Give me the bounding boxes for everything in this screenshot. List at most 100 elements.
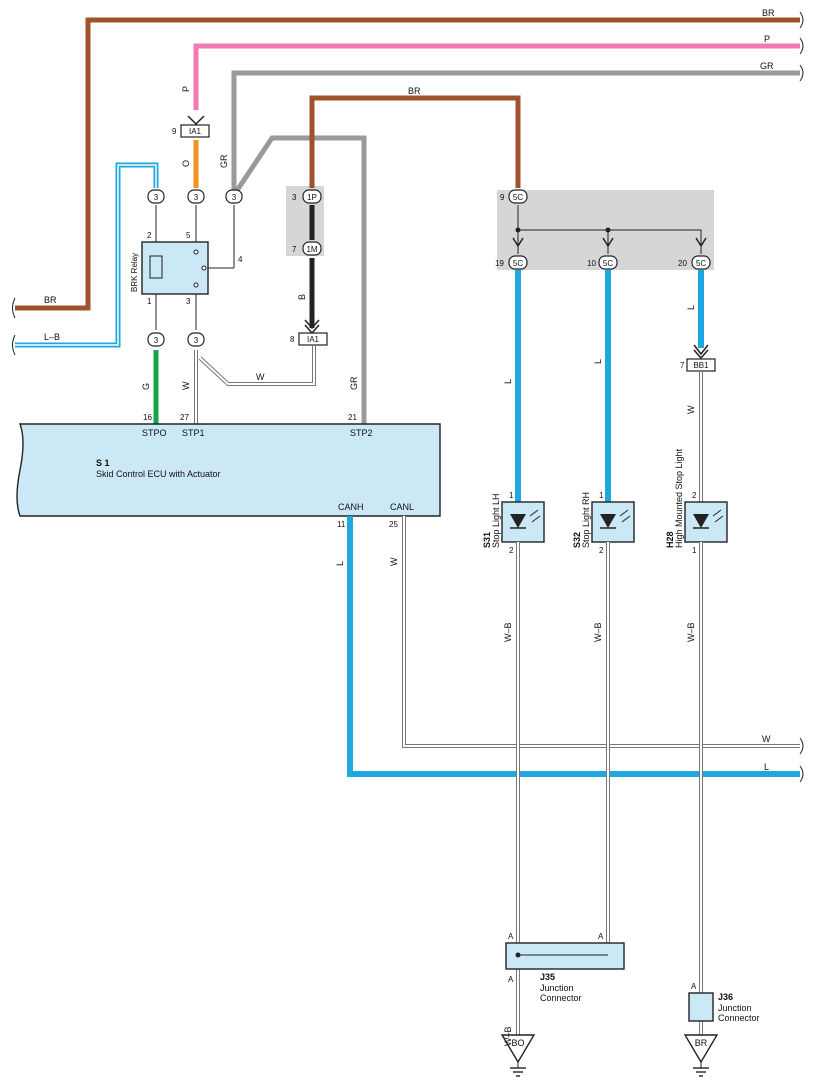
ecu-canl: CANL [390, 502, 414, 512]
label-gr-vert: GR [219, 154, 229, 168]
stop-light-lh [501, 501, 545, 543]
j35-line1: Junction [540, 983, 574, 993]
label-wb-rh: W–B [593, 622, 603, 642]
pin-1-s32: 1 [599, 491, 604, 500]
connector-bb1: BB1 [686, 358, 716, 372]
relay-label: BRK Relay [130, 253, 139, 292]
pin-8-ia1: 8 [290, 335, 295, 344]
pin-2-s32: 2 [599, 546, 604, 555]
connector-ia1-bottom: IA1 [298, 332, 328, 346]
pin-3-relay: 3 [186, 297, 191, 306]
j36-line2: Connector [718, 1013, 760, 1023]
pin-9-5c: 9 [500, 193, 505, 202]
pin-1-s31: 1 [509, 491, 514, 500]
ecu-box [16, 423, 441, 517]
light-s31-code: S31 [482, 532, 492, 548]
label-w-bb1: W [686, 405, 696, 414]
label-br-mid: BR [408, 86, 421, 96]
pin-11: 11 [337, 520, 346, 529]
svg-text:5C: 5C [603, 259, 613, 268]
pin-2-s31: 2 [509, 546, 514, 555]
wire-l-canh [347, 516, 800, 777]
pin-a-j35-bottom: A [508, 975, 514, 984]
pin-2-relay: 2 [147, 231, 152, 240]
pin-21: 21 [348, 413, 357, 422]
svg-text:BB1: BB1 [693, 361, 709, 370]
label-l-19: L [503, 379, 513, 384]
light-s32-name: Stop Light RH [581, 492, 591, 548]
ground-bo [500, 1034, 536, 1077]
svg-text:IA1: IA1 [307, 335, 320, 344]
high-mounted-stop-light [684, 501, 728, 543]
pin-20: 20 [678, 259, 687, 268]
pin-2-h28: 2 [692, 491, 697, 500]
label-l-20: L [686, 305, 696, 310]
svg-text:1P: 1P [307, 193, 317, 202]
ecu-stpo: STPO [142, 428, 167, 438]
light-h28-name: High Mounted Stop Light [674, 448, 684, 548]
connector-1m: 1M [302, 241, 322, 256]
connector-5c-19: 5C [508, 255, 528, 270]
junction-j36 [688, 992, 714, 1022]
pin-a-j35-right: A [598, 932, 604, 941]
label-w-canl: W [389, 557, 399, 566]
connector-3-bottom-left: 3 [147, 332, 165, 347]
pin-3-1p: 3 [292, 193, 297, 202]
connector-3-mid: 3 [187, 189, 205, 204]
label-l-10: L [593, 359, 603, 364]
j36-line1: Junction [718, 1003, 752, 1013]
junction-j35 [505, 942, 625, 970]
label-g-vert: G [141, 383, 151, 390]
label-p-top: P [764, 34, 770, 44]
connector-3-left: 3 [147, 189, 165, 204]
label-w-vert: W [181, 381, 191, 390]
wire-gr-stp2 [233, 135, 367, 424]
connector-5c-top: 5C [508, 189, 528, 204]
ground-br-label: BR [695, 1038, 708, 1048]
label-lb-left: L–B [44, 332, 60, 342]
svg-text:IA1: IA1 [189, 127, 202, 136]
pin-7-bb1: 7 [680, 361, 685, 370]
pin-4-relay: 4 [238, 255, 243, 264]
label-w-mid: W [256, 372, 265, 382]
pin-19: 19 [495, 259, 504, 268]
svg-text:1M: 1M [306, 245, 317, 254]
ecu-stp1: STP1 [182, 428, 205, 438]
svg-text:3: 3 [154, 193, 159, 202]
brk-relay [141, 241, 209, 295]
pin-10: 10 [587, 259, 596, 268]
label-w-right: W [762, 734, 771, 744]
pin-1-relay: 1 [147, 297, 152, 306]
svg-text:5C: 5C [696, 259, 706, 268]
ground-br [683, 1034, 719, 1077]
label-l-canh: L [335, 561, 345, 566]
ecu-code: S 1 [96, 458, 110, 468]
label-br-top: BR [762, 8, 775, 18]
svg-text:3: 3 [154, 336, 159, 345]
label-l-right: L [764, 762, 769, 772]
pin-a-j36: A [691, 982, 697, 991]
label-b-vert: B [297, 294, 307, 300]
pin-7-1m: 7 [292, 245, 297, 254]
ecu-name: Skid Control ECU with Actuator [96, 469, 221, 479]
label-gr-top: GR [760, 61, 774, 71]
j35-line2: Connector [540, 993, 582, 1003]
svg-text:5C: 5C [513, 259, 523, 268]
svg-text:5C: 5C [513, 193, 523, 202]
wire-br-main [15, 17, 800, 311]
connector-ia1-top: IA1 [180, 124, 210, 138]
pin-16: 16 [143, 413, 152, 422]
wire-p [193, 43, 800, 110]
light-s31-name: Stop Light LH [491, 493, 501, 548]
wire-gr-top [231, 70, 800, 190]
pin-9-ia1: 9 [172, 127, 177, 136]
pin-25: 25 [389, 520, 398, 529]
svg-text:3: 3 [194, 193, 199, 202]
wire-br-junction [309, 95, 521, 188]
ecu-canh: CANH [338, 502, 364, 512]
pin-1-h28: 1 [692, 546, 697, 555]
label-wb-lh: W–B [503, 622, 513, 642]
svg-text:3: 3 [232, 193, 237, 202]
label-gr-stp2: GR [349, 376, 359, 390]
